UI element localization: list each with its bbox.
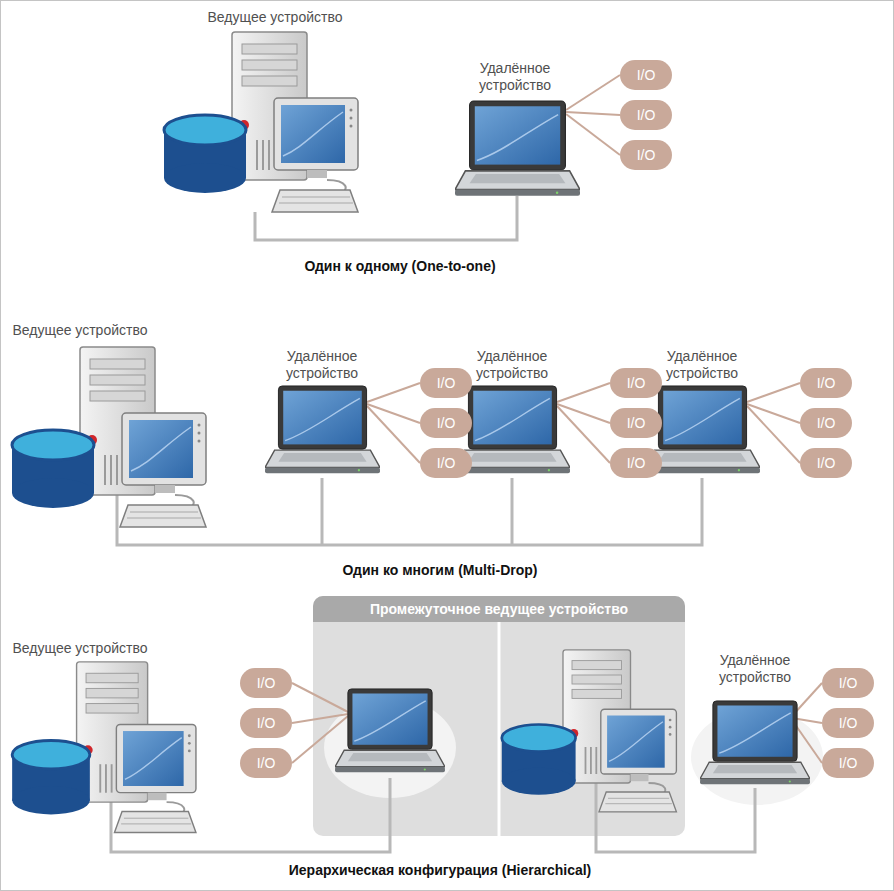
io-label: I/O	[637, 67, 656, 83]
io-pill: I/O	[240, 748, 292, 778]
io-pill: I/O	[240, 708, 292, 738]
device-label: Ведущее устройство	[208, 9, 343, 26]
io-label: I/O	[627, 415, 646, 431]
io-label: I/O	[257, 675, 276, 691]
device-label: Ведущее устройство	[13, 322, 148, 339]
io-label: I/O	[257, 715, 276, 731]
io-pill: I/O	[620, 140, 672, 170]
io-pill: I/O	[620, 100, 672, 130]
io-label: I/O	[817, 455, 836, 471]
device-label: Удалённое устройство	[272, 348, 372, 382]
group-panel: Промежуточное ведущее устройство	[313, 596, 685, 836]
device-label: Удалённое устройство	[462, 348, 562, 382]
io-label: I/O	[437, 375, 456, 391]
topology-caption: Один ко многим (Multi-Drop)	[343, 562, 538, 579]
device-label: Удалённое устройство	[652, 348, 752, 382]
io-label: I/O	[817, 375, 836, 391]
io-pill: I/O	[822, 748, 874, 778]
io-label: I/O	[839, 755, 858, 771]
io-label: I/O	[817, 415, 836, 431]
io-label: I/O	[257, 755, 276, 771]
io-pill: I/O	[420, 448, 472, 478]
group-heading: Промежуточное ведущее устройство	[313, 596, 685, 622]
device-label: Удалённое устройство	[465, 60, 565, 94]
io-pill: I/O	[610, 448, 662, 478]
topology-caption: Иерархическая конфигурация (Hierarchical…	[289, 862, 592, 879]
io-pill: I/O	[420, 408, 472, 438]
io-label: I/O	[839, 715, 858, 731]
io-label: I/O	[637, 107, 656, 123]
io-pill: I/O	[420, 368, 472, 398]
io-label: I/O	[437, 455, 456, 471]
io-label: I/O	[839, 675, 858, 691]
io-pill: I/O	[610, 368, 662, 398]
io-pill: I/O	[800, 448, 852, 478]
io-pill: I/O	[800, 368, 852, 398]
io-label: I/O	[627, 375, 646, 391]
io-label: I/O	[437, 415, 456, 431]
io-pill: I/O	[822, 708, 874, 738]
io-pill: I/O	[610, 408, 662, 438]
device-label: Удалённое устройство	[705, 652, 805, 686]
io-label: I/O	[637, 147, 656, 163]
io-pill: I/O	[240, 668, 292, 698]
device-label: Ведущее устройство	[13, 640, 148, 657]
topology-caption: Один к одному (One-to-one)	[304, 258, 495, 275]
io-pill: I/O	[822, 668, 874, 698]
io-pill: I/O	[800, 408, 852, 438]
io-pill: I/O	[620, 60, 672, 90]
io-label: I/O	[627, 455, 646, 471]
